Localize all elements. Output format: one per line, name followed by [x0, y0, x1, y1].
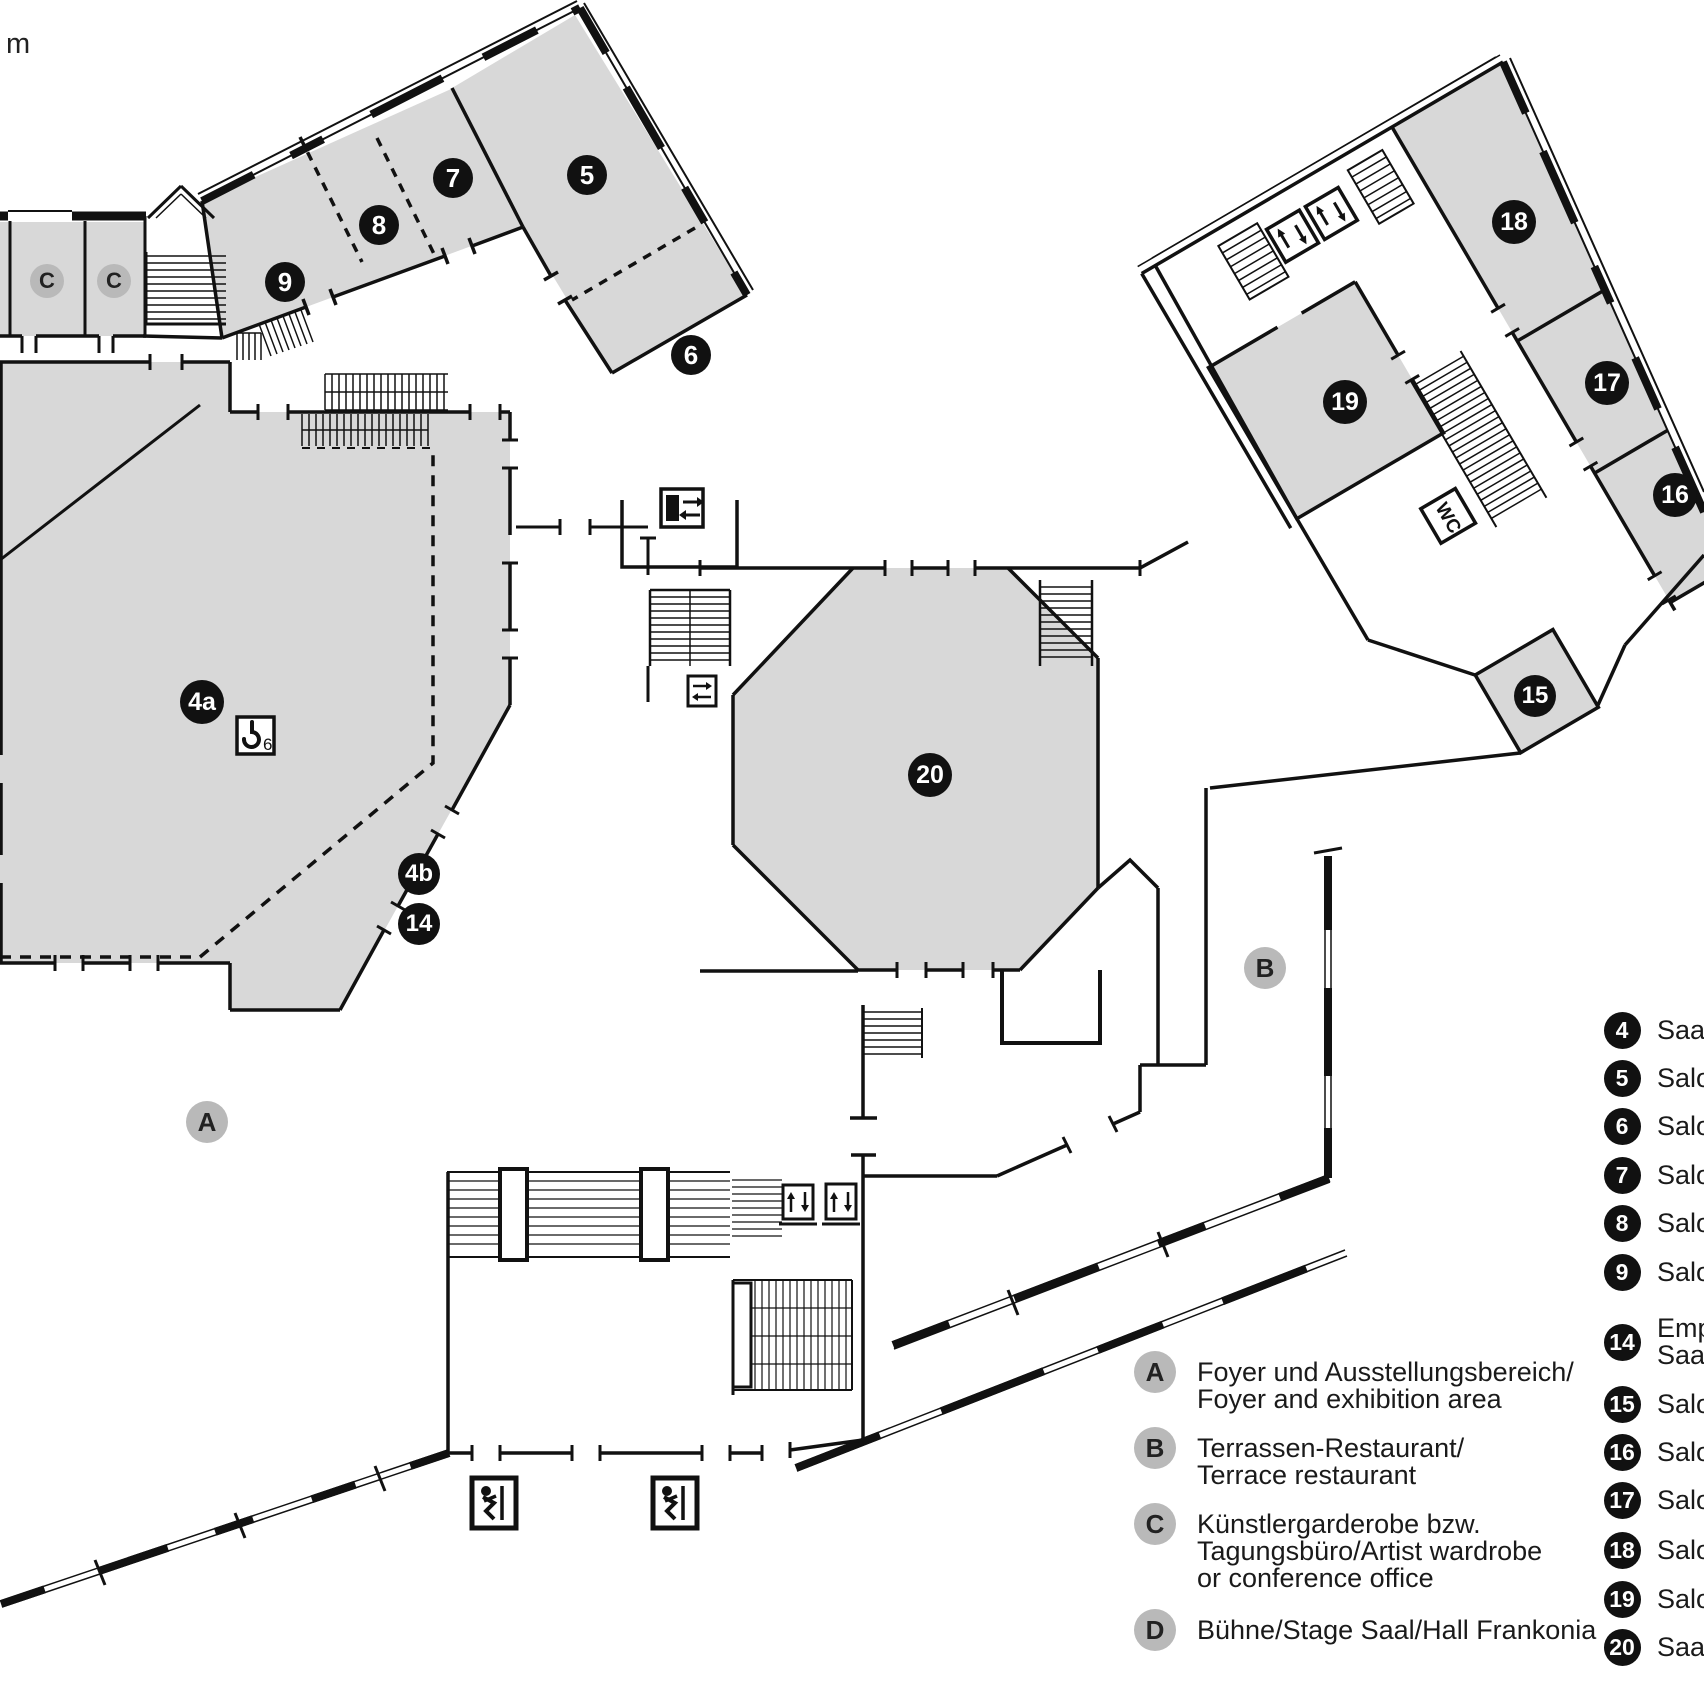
stairs-top-left [1216, 221, 1290, 301]
elevator-icon-small [686, 674, 718, 708]
stairs-foyer-main [447, 1167, 782, 1262]
stairs-south-octagon [850, 1005, 923, 1120]
elevator-icon [1302, 185, 1360, 242]
stairs-west [144, 252, 226, 326]
retractable-seating [301, 373, 448, 446]
crane-hook-icon: 6 [235, 715, 276, 756]
stairs-northeast-octagon [1038, 580, 1094, 666]
exit-door-icon [659, 487, 705, 529]
emergency-exit-icon [469, 1475, 519, 1531]
hall-4-shape [0, 362, 510, 1010]
stairs-foyer-lower [731, 1279, 853, 1395]
escalator-icon [822, 1182, 860, 1226]
wc-room: WC [1418, 486, 1478, 546]
room-15-shape [1475, 629, 1599, 753]
escalator-icon [779, 1183, 817, 1226]
emergency-exit-icon [650, 1475, 700, 1531]
stairs-east-wing [1409, 350, 1548, 528]
stairs-center-west [648, 588, 732, 666]
room-c-wing-shape [0, 222, 145, 336]
stairs-top-right [1346, 148, 1416, 226]
elevator-icon [1264, 207, 1321, 265]
svg-text:6: 6 [263, 735, 272, 754]
room-19-shape [1208, 281, 1444, 519]
